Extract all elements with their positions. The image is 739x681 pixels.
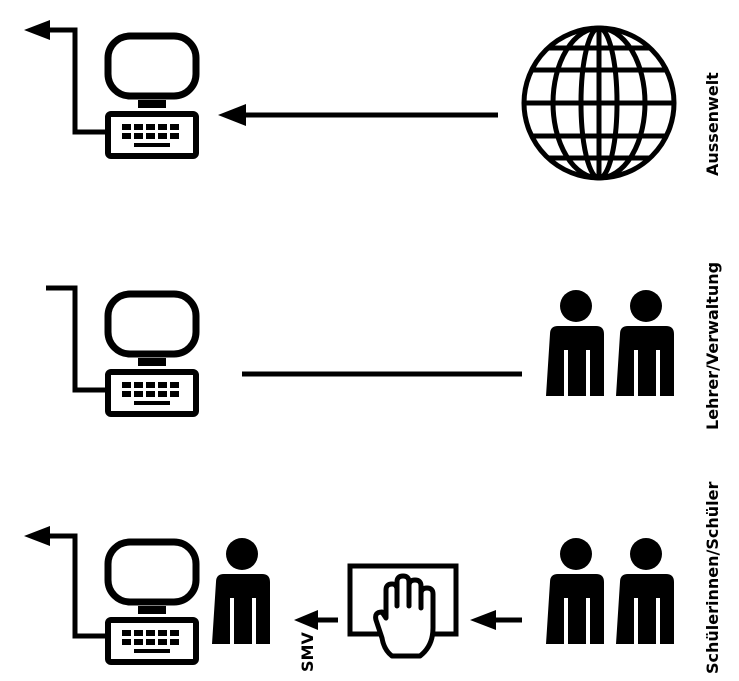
computer-icon <box>108 36 196 156</box>
middle-row: Lehrer/Verwaltung <box>46 262 722 430</box>
top-row: Aussenwelt <box>24 20 722 181</box>
arrow-icon <box>24 20 50 40</box>
bracket-middle <box>46 285 110 393</box>
label-smv: SMV <box>298 632 317 672</box>
bottom-row: SMV Schülerinnen/Schüler <box>24 482 722 674</box>
label-lehrer-verwaltung: Lehrer/Verwaltung <box>703 262 722 430</box>
globe-icon <box>521 25 677 181</box>
computer-icon <box>108 542 196 662</box>
people-icon <box>546 538 674 644</box>
arrow-icon <box>470 610 496 630</box>
arrow-panel-to-person <box>294 610 338 630</box>
people-icon <box>546 290 674 396</box>
computer-icon <box>108 294 196 414</box>
hand-panel-icon <box>347 563 459 659</box>
arrow-icon <box>218 104 246 126</box>
bracket-arrow-bottom <box>24 526 110 639</box>
arrow-icon <box>24 526 50 546</box>
arrow-people-to-panel <box>470 610 522 630</box>
label-aussenwelt: Aussenwelt <box>703 72 722 176</box>
arrow-globe-to-computer <box>218 104 498 126</box>
person-icon <box>212 538 270 644</box>
bracket-arrow-top <box>24 20 110 135</box>
arrow-icon <box>294 610 318 630</box>
label-schuelerinnen-schueler: Schülerinnen/Schüler <box>703 482 722 674</box>
